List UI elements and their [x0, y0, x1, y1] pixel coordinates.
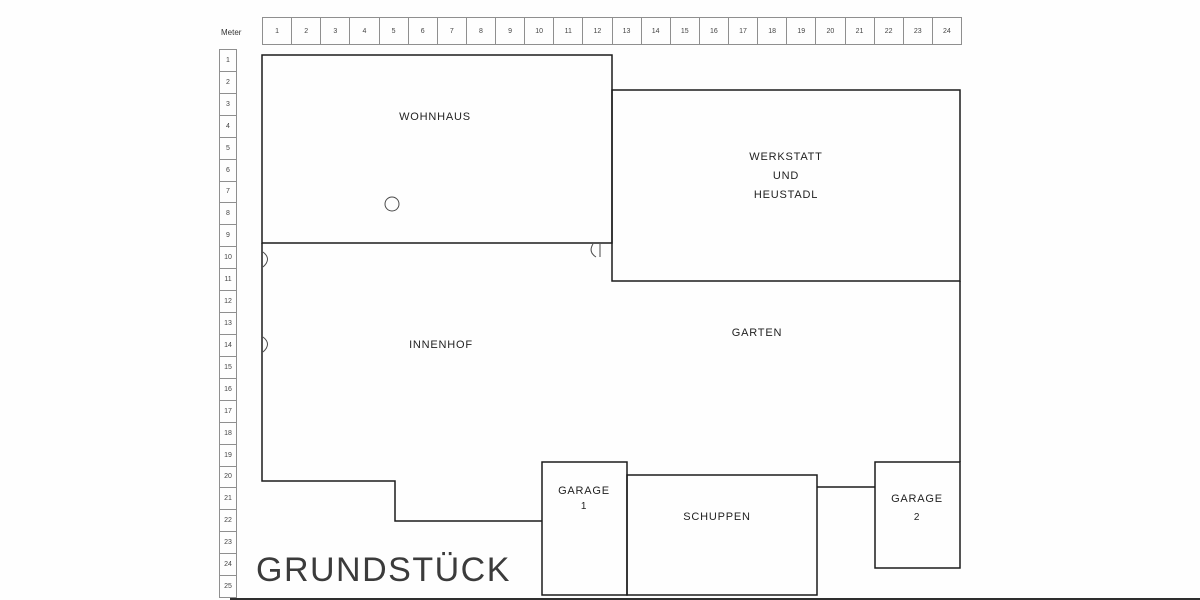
courtyard-boundary: [261, 243, 542, 522]
garage2-outline: [874, 461, 961, 569]
werkstatt-outline: [611, 89, 961, 282]
garten-label: GARTEN: [731, 327, 783, 339]
plan-title: GRUNDSTÜCK: [256, 551, 511, 589]
scan-artifact-line: [230, 598, 1200, 600]
door-mark-left-upper: [262, 251, 268, 268]
innenhof-label: INNENHOF: [409, 339, 473, 351]
horizontal-ruler-cell: 24: [931, 17, 962, 45]
garage1-outline: [541, 461, 628, 596]
door-mark-left-lower: [262, 336, 268, 353]
garage2-number: 2: [913, 512, 921, 523]
werkstatt-label-line1: WERKSTATT: [749, 151, 823, 163]
door-mark-center: [590, 243, 597, 258]
wohnhaus-outline: [261, 54, 613, 244]
schuppen-label: SCHUPPEN: [683, 511, 751, 523]
ruler-unit-label: Meter: [221, 28, 242, 37]
werkstatt-label-line3: HEUSTADL: [753, 189, 819, 201]
garage2-label: GARAGE: [891, 493, 943, 505]
garage1-number: 1: [580, 501, 588, 512]
werkstatt-label-line2: UND: [772, 170, 800, 182]
wohnhaus-label: WOHNHAUS: [399, 111, 471, 123]
well-circle: [384, 196, 400, 212]
garage1-label: GARAGE: [558, 485, 610, 497]
vertical-ruler-cell: 25: [219, 575, 237, 599]
schuppen-outline: [626, 474, 818, 596]
